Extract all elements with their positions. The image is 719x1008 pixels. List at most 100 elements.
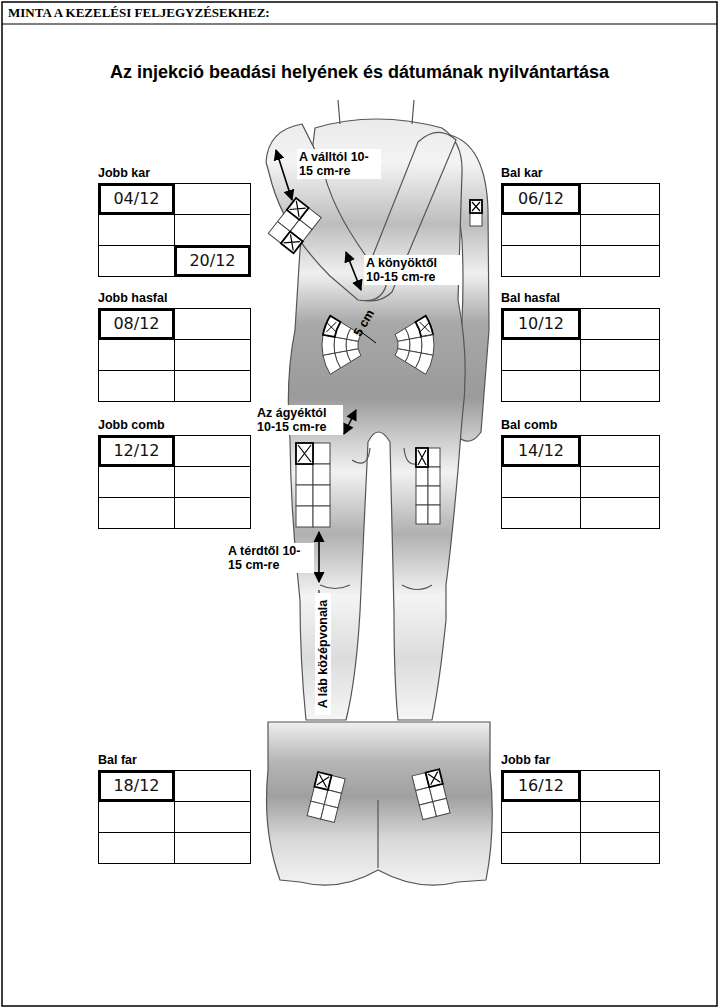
header-rule bbox=[2, 23, 717, 24]
figure-part bbox=[296, 485, 313, 506]
date-entry: 18/12 bbox=[101, 774, 172, 798]
site-heading: Jobb hasfal bbox=[98, 290, 252, 308]
date-entry: 04/12 bbox=[101, 187, 172, 211]
figure-part bbox=[428, 505, 440, 524]
figure-part bbox=[313, 443, 330, 464]
figure-part bbox=[416, 448, 428, 467]
figure-part bbox=[470, 200, 482, 226]
figure-part bbox=[426, 769, 443, 787]
figure-part bbox=[281, 231, 303, 253]
figure-part bbox=[418, 450, 426, 465]
figure-part bbox=[346, 252, 361, 290]
table-cell: 12/12 bbox=[98, 435, 175, 467]
table-cell bbox=[98, 801, 175, 833]
header-note: MINTA A KEZELÉSI FELJEGYZÉSEKHEZ: bbox=[8, 6, 408, 20]
table-cell: 16/12 bbox=[501, 770, 581, 802]
table-cell bbox=[580, 183, 660, 215]
table-cell bbox=[580, 245, 660, 277]
table-cell bbox=[174, 214, 251, 246]
figure-part bbox=[290, 201, 306, 217]
table-cell bbox=[580, 370, 660, 402]
figure-part bbox=[428, 448, 440, 467]
table-cell: 04/12 bbox=[98, 183, 175, 215]
figure-part bbox=[416, 316, 434, 337]
dimension-label: A könyöktől 10-15 cm-re bbox=[364, 255, 460, 285]
table-cell: 14/12 bbox=[501, 435, 581, 467]
figure-part bbox=[322, 335, 335, 355]
record-table: Jobb hasfal 08/12 bbox=[98, 290, 252, 404]
figure-part bbox=[276, 150, 292, 200]
back-figure bbox=[267, 722, 493, 885]
figure-part bbox=[313, 464, 330, 485]
record-table: Bal comb14/12 bbox=[501, 417, 661, 531]
dimension-label: A válltól 10-15 cm-re bbox=[297, 149, 381, 179]
figure-part bbox=[472, 202, 480, 211]
figure-part bbox=[421, 335, 434, 355]
site-heading: Bal far bbox=[98, 752, 252, 770]
table-cell bbox=[98, 339, 175, 371]
date-entry: 10/12 bbox=[504, 312, 578, 336]
figure-part bbox=[409, 337, 422, 353]
figure-part bbox=[352, 448, 422, 464]
figure-part bbox=[470, 200, 482, 213]
date-entry: 06/12 bbox=[504, 187, 578, 211]
table-cell bbox=[580, 770, 660, 802]
table-cell bbox=[580, 214, 660, 246]
dimension-label: Az ágyéktól 10-15 cm-re bbox=[255, 405, 343, 435]
figure-part bbox=[426, 769, 443, 787]
table-cell bbox=[580, 308, 660, 340]
table-cell bbox=[501, 245, 581, 277]
figure-part bbox=[313, 485, 330, 506]
figure-part bbox=[428, 486, 440, 505]
figure-part bbox=[395, 316, 434, 375]
table-cell: 18/12 bbox=[98, 770, 175, 802]
table-cell bbox=[580, 497, 660, 529]
table-cell bbox=[501, 214, 581, 246]
figure-part bbox=[296, 464, 313, 485]
figure-part bbox=[323, 353, 341, 374]
record-table: Bal hasfal10/12 bbox=[501, 290, 661, 404]
figure-part bbox=[296, 443, 313, 464]
figure-part bbox=[314, 772, 331, 790]
figure-part bbox=[377, 800, 378, 868]
table-cell bbox=[501, 497, 581, 529]
figure-part bbox=[296, 443, 330, 527]
figure-part bbox=[281, 231, 303, 253]
table-cell bbox=[98, 214, 175, 246]
date-entry: 08/12 bbox=[101, 312, 172, 336]
site-heading: Jobb kar bbox=[98, 165, 252, 183]
table-grid: 14/12 bbox=[501, 435, 661, 531]
figure-part bbox=[344, 410, 356, 434]
table-cell bbox=[174, 183, 251, 215]
figure-part bbox=[470, 213, 482, 226]
table-cell bbox=[174, 339, 251, 371]
figure-part bbox=[416, 505, 428, 524]
figure-part bbox=[323, 316, 341, 337]
dimension-label: 5 cm bbox=[350, 306, 378, 341]
figure-part bbox=[412, 769, 450, 819]
table-cell bbox=[501, 466, 581, 498]
table-cell bbox=[174, 466, 251, 498]
table-cell bbox=[98, 245, 175, 277]
table-grid: 10/12 bbox=[501, 308, 661, 404]
figure-part bbox=[307, 772, 345, 822]
record-table: Jobb kar 04/12 20/12 bbox=[98, 165, 252, 279]
table-grid: 04/12 20/12 bbox=[98, 183, 252, 279]
page-title: Az injekció beadási helyének és dátumána… bbox=[0, 62, 719, 83]
figure-part bbox=[321, 804, 338, 822]
figure-part bbox=[428, 772, 440, 785]
site-grids bbox=[268, 198, 482, 822]
table-cell bbox=[580, 466, 660, 498]
table-grid: 06/12 bbox=[501, 183, 661, 279]
figure-part bbox=[296, 506, 313, 527]
date-entry: 20/12 bbox=[177, 249, 248, 273]
figure-part bbox=[298, 445, 311, 462]
record-table: Jobb comb12/12 bbox=[98, 417, 252, 531]
table-cell bbox=[98, 497, 175, 529]
figure-part bbox=[267, 722, 493, 885]
table-cell bbox=[580, 435, 660, 467]
table-cell bbox=[501, 801, 581, 833]
figure-part bbox=[416, 486, 428, 505]
